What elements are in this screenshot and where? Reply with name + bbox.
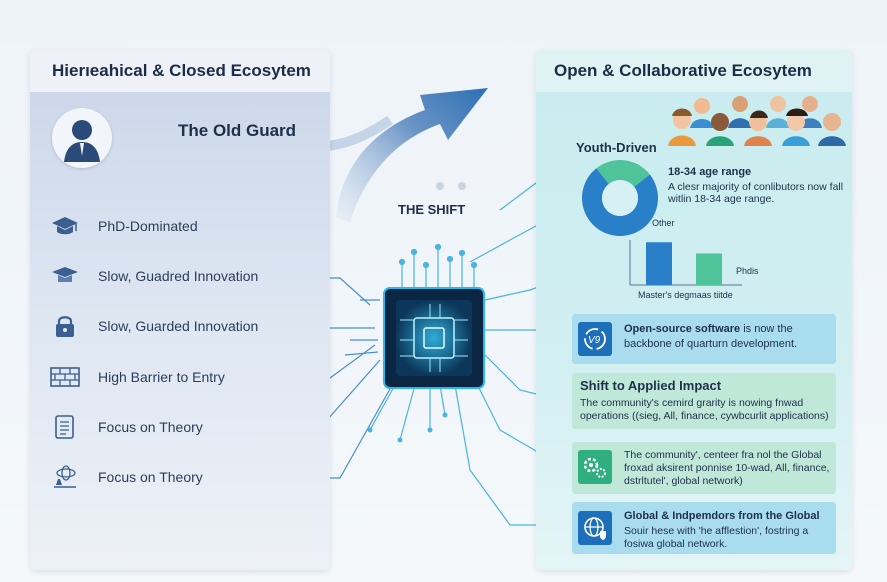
- graduation-cap-icon: [52, 217, 78, 235]
- businessman-icon: [64, 120, 100, 162]
- left-item-label: Focus on Theory: [98, 419, 203, 435]
- community-card: The community', centeer fra nol the Glob…: [572, 442, 836, 494]
- left-item-label: Slow, Guadred Innovation: [98, 268, 259, 284]
- old-guard-label: The Old Guard: [178, 121, 297, 140]
- closed-ecosystem-panel: Hierıeahical & Closed Ecosytem: [30, 50, 330, 570]
- brick-wall-icon: [50, 367, 80, 387]
- left-item-label: Slow, Guarded Innovation: [98, 318, 259, 334]
- global-card: Global & Indpemdors from the Global Soui…: [572, 502, 836, 554]
- applied-impact-text-1: The community's cemird grarity is nowing…: [580, 397, 804, 409]
- pie-other-label: Other: [652, 218, 675, 228]
- open-source-text-1: Open-source software is now the: [624, 323, 793, 335]
- youth-driven-title: Youth-Driven: [576, 140, 657, 155]
- gears-icon: [583, 457, 606, 478]
- left-item-label: PhD-Dominated: [98, 218, 198, 234]
- open-source-rest: is now the: [740, 323, 793, 335]
- left-item-label: Focus on Theory: [98, 469, 203, 485]
- quantum-chip: [383, 287, 485, 389]
- globe-shield-icon: [584, 517, 606, 540]
- left-item-label: High Barrier to Entry: [98, 369, 225, 385]
- open-source-cycle-icon: V9: [584, 328, 606, 350]
- bar-masters-label: Master's degmaas tiitde: [638, 290, 733, 300]
- community-text-3: dstrltutel', global network): [624, 475, 743, 487]
- mortarboard-icon: [52, 267, 78, 282]
- applied-impact-text-2: operations ((sieg, All, finance, cywbcur…: [580, 410, 829, 422]
- bar-phd-label: Phdis: [736, 266, 759, 276]
- document-scroll-icon: [55, 415, 74, 439]
- globe-icon-box: [578, 511, 612, 545]
- atom-flask-icon: [54, 465, 76, 488]
- shift-label: THE SHIFT: [398, 202, 466, 217]
- open-source-text-2: backbone of quarturn development.: [624, 338, 798, 350]
- global-title: Global & Indpemdors from the Global: [624, 510, 820, 522]
- open-ecosystem-title: Open & Collaborative Ecosytem: [554, 61, 812, 80]
- youth-description-1: A clesr majority of conlibutors now fall: [668, 181, 844, 193]
- chip-pins: [398, 243, 478, 290]
- global-text-1: Souir hese with 'he afflestion', fostrin…: [624, 525, 809, 537]
- closed-ecosystem-header: Hierıeahical & Closed Ecosytem: [30, 50, 330, 92]
- age-range-label: 18-34 age range: [668, 166, 752, 178]
- youth-description-2: witlin 18-34 age range.: [668, 193, 775, 205]
- applied-impact-card: Shift to Applied Impact The community's …: [572, 373, 836, 429]
- open-source-card: V9 Open-source software is now the backb…: [572, 314, 836, 364]
- applied-impact-title: Shift to Applied Impact: [580, 378, 722, 393]
- community-text-1: The community', centeer fra nol the Glob…: [624, 449, 822, 461]
- old-guard-avatar: [52, 108, 112, 168]
- padlock-icon: [56, 316, 74, 337]
- gears-icon-box: [578, 450, 612, 484]
- open-source-bold: Open-source software: [624, 323, 741, 335]
- open-source-icon-box: V9: [578, 322, 612, 356]
- open-ecosystem-header: Open & Collaborative Ecosytem: [536, 50, 852, 92]
- svg-text:V9: V9: [588, 335, 601, 346]
- global-text-2: fosiwa global network.: [624, 538, 728, 550]
- community-text-2: froxad aksirent ponnise 10-wad, All, fin…: [624, 462, 830, 474]
- closed-ecosystem-title: Hierıeahical & Closed Ecosytem: [52, 61, 311, 80]
